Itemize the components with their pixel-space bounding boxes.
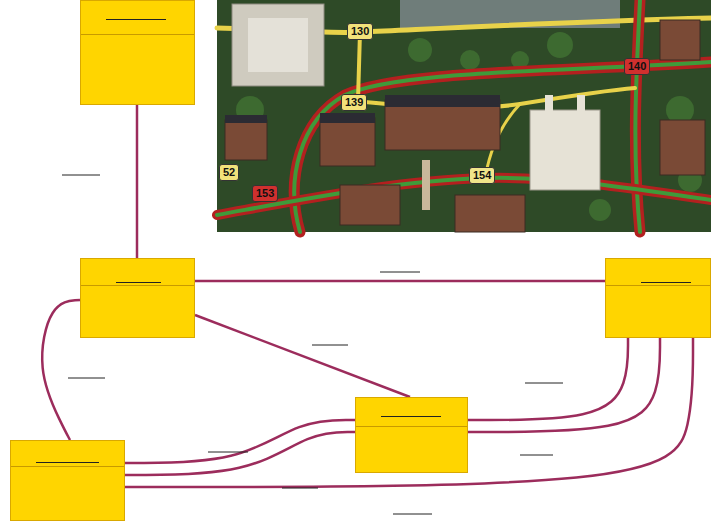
- callout-number: 154: [469, 167, 495, 184]
- class-box: [80, 0, 195, 105]
- class-box: [605, 258, 711, 338]
- name-blank: [641, 282, 691, 283]
- name-compartment: [356, 398, 467, 427]
- callout-number: 130: [347, 23, 373, 40]
- class-box: [10, 440, 125, 521]
- name-blank: [116, 282, 161, 283]
- association-line: [468, 338, 660, 432]
- name-blank: [36, 462, 99, 463]
- callout-number: 52: [219, 164, 239, 181]
- class-box: [355, 397, 468, 473]
- name-blank: [381, 416, 441, 417]
- callout-number: 139: [341, 94, 367, 111]
- association-line: [136, 105, 139, 258]
- class-box: [80, 258, 195, 338]
- callout-number: 140: [624, 58, 650, 75]
- association-line: [42, 300, 80, 440]
- association-line: [468, 338, 628, 420]
- association-line: [195, 280, 605, 283]
- association-line: [125, 420, 355, 463]
- name-compartment: [11, 441, 124, 467]
- association-line: [195, 315, 410, 397]
- association-line: [125, 338, 693, 487]
- association-line: [125, 432, 355, 475]
- name-compartment: [81, 1, 194, 35]
- name-blank: [106, 19, 166, 20]
- callout-number: 153: [252, 185, 278, 202]
